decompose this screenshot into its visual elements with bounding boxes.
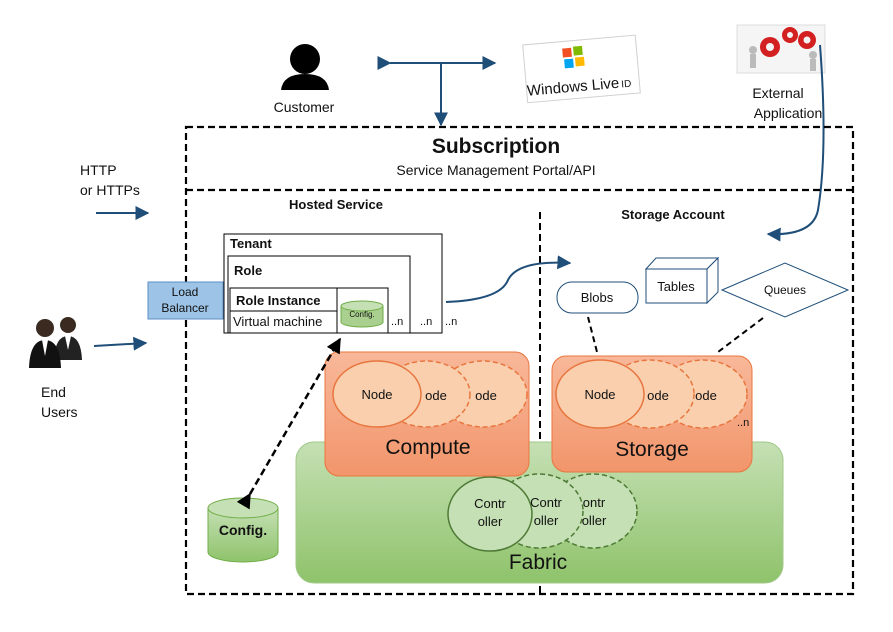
controller-1 (447, 476, 533, 552)
tenant-to-storage-arrow (445, 255, 572, 303)
storage-node-1-label: Node (584, 387, 615, 402)
config-database-label: Config. (219, 522, 267, 538)
end-users-icon (29, 317, 82, 368)
storage-n: ..n (737, 417, 749, 429)
controller-1-line1: Contr (474, 496, 506, 511)
queues-storage-link (717, 317, 764, 353)
end-users-label-line1: End (41, 384, 66, 400)
role-n: ..n (420, 316, 432, 328)
external-application-line1: External (752, 85, 803, 101)
controller-2-line2: oller (534, 513, 559, 528)
queues-shape (720, 262, 850, 318)
storage-node-2-label: ode (647, 388, 669, 403)
windows-live-logo: Windows LiveID (522, 34, 641, 104)
subscription-title: Subscription (432, 135, 560, 158)
http-label-line2: or HTTPs (80, 182, 140, 198)
tables-label: Tables (657, 279, 695, 294)
external-application-line2: Application (754, 105, 823, 121)
blobs-label: Blobs (581, 290, 614, 305)
compute-node-1-label: Node (361, 387, 392, 402)
config-small-label: Config. (349, 310, 374, 319)
config-link-arrow (236, 337, 342, 510)
end-users-arrow (93, 336, 148, 351)
tables-shape (644, 256, 720, 305)
controller-2-line1: Contr (530, 495, 562, 510)
load-balancer-line1: Load (172, 285, 199, 299)
controller-1-line2: oller (478, 514, 503, 529)
subscription-box (184, 125, 855, 596)
storage-account-title: Storage Account (621, 207, 725, 222)
role-instance-n: ..n (391, 316, 403, 328)
tenant-label: Tenant (230, 236, 272, 251)
compute-node-3-label: ode (475, 388, 497, 403)
windows-live-id-text: ID (621, 79, 632, 91)
queues-label: Queues (764, 283, 806, 297)
controller-3-line1: ontr (583, 495, 606, 510)
virtual-machine-label: Virtual machine (233, 314, 322, 329)
tenant-n: ..n (445, 316, 457, 328)
subscription-subtitle: Service Management Portal/API (396, 162, 595, 178)
end-users-label-line2: Users (41, 404, 78, 420)
blobs-storage-link (587, 316, 598, 353)
http-label-line1: HTTP (80, 162, 117, 178)
role-instance-label: Role Instance (236, 293, 321, 308)
customer-label: Customer (274, 99, 335, 115)
fabric-label: Fabric (509, 551, 567, 574)
compute-node-2-label: ode (425, 388, 447, 403)
hosted-service-title: Hosted Service (289, 197, 383, 212)
role-label: Role (234, 263, 262, 278)
customer-icon (281, 44, 329, 90)
storage-node-1 (555, 359, 645, 429)
blobs-shape (556, 281, 639, 314)
external-app-to-storage-arrow (766, 44, 825, 242)
load-balancer (147, 281, 224, 320)
external-application-gears-icon (736, 24, 826, 74)
config-cylinder-small (340, 300, 384, 328)
storage-node-3-label: ode (695, 388, 717, 403)
storage-label: Storage (615, 438, 689, 461)
load-balancer-line2: Balancer (161, 301, 208, 315)
controller-3-line2: oller (582, 513, 607, 528)
compute-label: Compute (385, 436, 470, 459)
